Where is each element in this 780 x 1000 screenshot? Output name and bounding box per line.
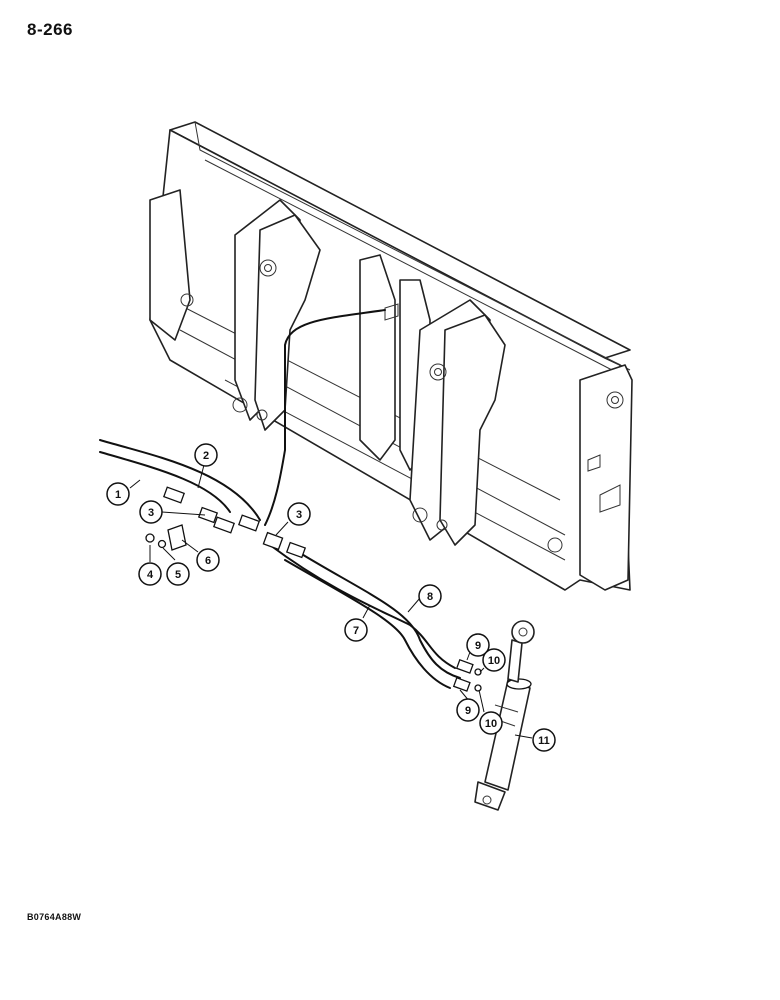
fittings bbox=[145, 486, 482, 692]
callout-3-left-label: 3 bbox=[148, 507, 154, 519]
callout-9-bottom-label: 9 bbox=[465, 705, 471, 717]
callout-2: 2 bbox=[194, 443, 218, 467]
callout-3-right: 3 bbox=[287, 502, 311, 526]
callout-9-bottom: 9 bbox=[456, 698, 480, 722]
callout-10-bottom-label: 10 bbox=[485, 718, 497, 730]
callout-8: 8 bbox=[418, 584, 442, 608]
callout-1-label: 1 bbox=[115, 489, 121, 501]
figure-code: B0764A88W bbox=[27, 912, 82, 922]
callout-7-label: 7 bbox=[353, 625, 359, 637]
callout-5-label: 5 bbox=[175, 569, 181, 581]
callout-1: 1 bbox=[106, 482, 130, 506]
callout-10-top-label: 10 bbox=[488, 655, 500, 667]
callout-10-top: 10 bbox=[482, 648, 506, 672]
callout-3-left: 3 bbox=[139, 500, 163, 524]
callout-3-right-label: 3 bbox=[296, 509, 302, 521]
page-number: 8-266 bbox=[27, 20, 73, 39]
callout-4: 4 bbox=[138, 562, 162, 586]
callout-10-bottom: 10 bbox=[479, 711, 503, 735]
callout-4-label: 4 bbox=[147, 569, 154, 581]
callout-11-label: 11 bbox=[538, 735, 550, 747]
callout-6: 6 bbox=[196, 548, 220, 572]
bucket-frame bbox=[149, 121, 633, 591]
hydraulic-cylinder bbox=[474, 620, 535, 811]
hose-routing bbox=[99, 309, 461, 689]
callout-5: 5 bbox=[166, 562, 190, 586]
callout-7: 7 bbox=[344, 618, 368, 642]
callout-11: 11 bbox=[532, 728, 556, 752]
callout-8-label: 8 bbox=[427, 591, 433, 603]
callout-2-label: 2 bbox=[203, 450, 209, 462]
callout-9-top-label: 9 bbox=[475, 640, 481, 652]
callout-9-top: 9 bbox=[466, 633, 490, 657]
callout-6-label: 6 bbox=[205, 555, 211, 567]
